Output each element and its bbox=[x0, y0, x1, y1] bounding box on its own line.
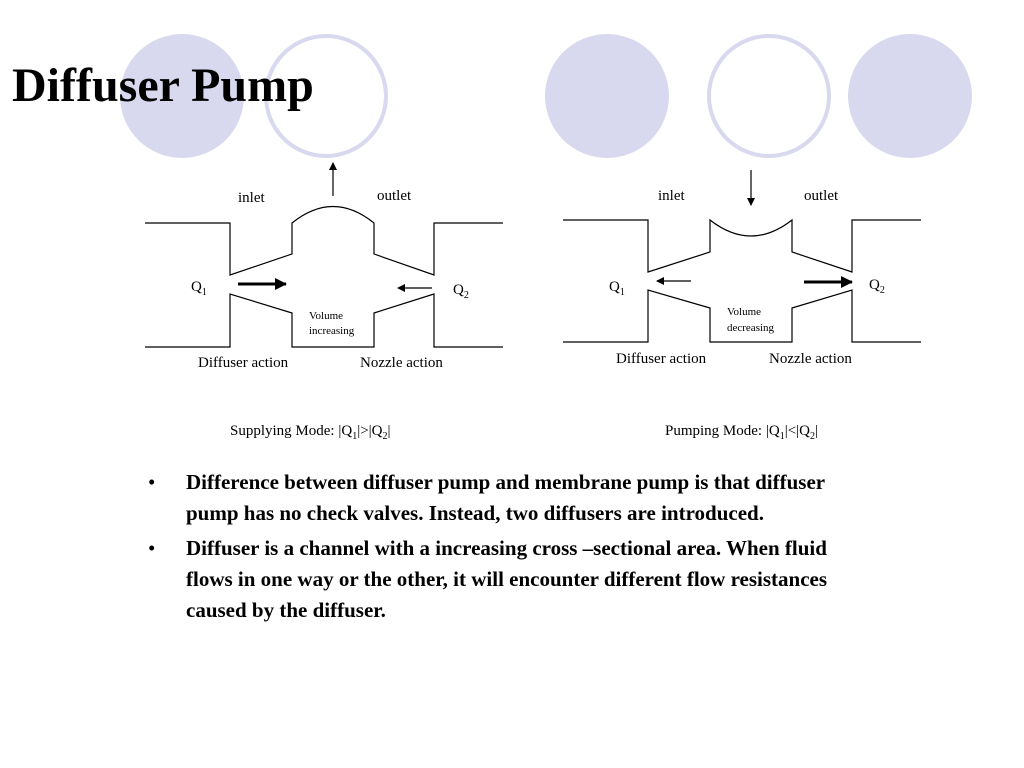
pump-diagram: inlet outlet Q1 Q2 Volume increasing Dif… bbox=[145, 162, 921, 442]
volume-label-left-1: Volume bbox=[309, 310, 343, 322]
bullet-marker: • bbox=[148, 470, 156, 494]
q2-label-left: Q2 bbox=[453, 282, 469, 301]
volume-label-left-2: increasing bbox=[309, 325, 355, 337]
q1-label-left: Q1 bbox=[191, 279, 207, 298]
upper-channel-wall-left bbox=[145, 205, 503, 276]
outlet-label-left: outlet bbox=[377, 188, 412, 204]
decorative-ring-2 bbox=[264, 34, 388, 158]
diffuser-action-label-right: Diffuser action bbox=[616, 351, 707, 367]
lower-channel-wall-left bbox=[145, 293, 503, 348]
slide-title: Diffuser Pump bbox=[12, 59, 314, 112]
supplying-mode-panel bbox=[145, 162, 503, 348]
inlet-label-right: inlet bbox=[658, 188, 685, 204]
inlet-label-left: inlet bbox=[238, 190, 265, 206]
volume-label-right-2: decreasing bbox=[727, 322, 775, 334]
q1-label-right: Q1 bbox=[609, 279, 625, 298]
bullet-marker: • bbox=[148, 536, 156, 560]
bullet-list: • Difference between diffuser pump and m… bbox=[148, 467, 850, 630]
supplying-mode-caption: Supplying Mode: |Q1|>|Q2| bbox=[230, 423, 391, 442]
nozzle-action-label-left: Nozzle action bbox=[360, 355, 443, 371]
upper-channel-wall-right bbox=[563, 218, 921, 273]
decorative-circle-1 bbox=[120, 34, 244, 158]
outlet-label-right: outlet bbox=[804, 188, 839, 204]
q2-label-right: Q2 bbox=[869, 277, 885, 296]
bullet-text: Diffuser is a channel with a increasing … bbox=[186, 536, 828, 622]
bullet-text: Difference between diffuser pump and mem… bbox=[186, 470, 825, 525]
decorative-circle-5 bbox=[848, 34, 972, 158]
bullet-item: • Difference between diffuser pump and m… bbox=[148, 467, 850, 529]
bullet-item: • Diffuser is a channel with a increasin… bbox=[148, 533, 850, 626]
volume-label-right-1: Volume bbox=[727, 306, 761, 318]
decorative-circle-3 bbox=[545, 34, 669, 158]
diffuser-action-label-left: Diffuser action bbox=[198, 355, 289, 371]
lower-channel-wall-right bbox=[563, 289, 921, 343]
decorative-ring-4 bbox=[707, 34, 831, 158]
pumping-mode-caption: Pumping Mode: |Q1|<|Q2| bbox=[665, 423, 818, 442]
pumping-mode-panel bbox=[563, 170, 921, 343]
nozzle-action-label-right: Nozzle action bbox=[769, 351, 852, 367]
